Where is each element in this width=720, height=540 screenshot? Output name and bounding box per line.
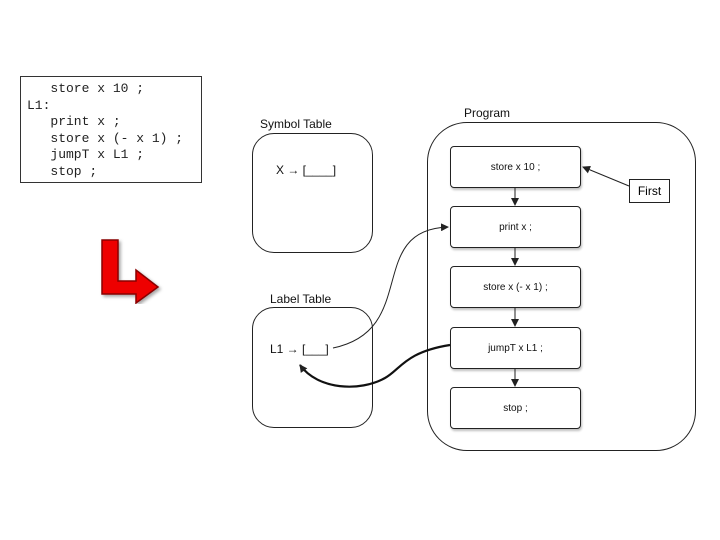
code-line: store x 10 ; <box>27 81 145 96</box>
program-node-store-x-10: store x 10 ; <box>450 146 581 188</box>
jump-back-arrow <box>299 343 451 388</box>
program-node-print-x: print x ; <box>450 206 581 248</box>
code-line: L1: <box>27 97 51 113</box>
symbol-table-panel <box>252 133 373 253</box>
label-table-entry: L1 → [___] <box>270 342 329 356</box>
program-node-jumpt: jumpT x L1 ; <box>450 327 581 369</box>
transform-arrow-icon <box>101 239 160 304</box>
code-line: jumpT x L1 ; <box>27 147 145 162</box>
label-target-arrow <box>332 223 449 349</box>
symbol-table-entry: X → [____] <box>276 163 337 177</box>
code-line: store x (- x 1) ; <box>27 130 184 146</box>
program-node-store-x-decrement: store x (- x 1) ; <box>450 266 581 308</box>
code-line: stop ; <box>27 163 98 179</box>
first-pointer-box: First <box>629 179 670 203</box>
symbol-table-title: Symbol Table <box>260 117 332 131</box>
source-code-box: store x 10 ; L1: print x ; store x (- x … <box>20 76 202 183</box>
program-node-stop: stop ; <box>450 387 581 429</box>
code-line: print x ; <box>27 114 121 129</box>
label-table-title: Label Table <box>270 292 332 306</box>
label-table-panel <box>252 307 373 428</box>
program-title: Program <box>464 106 511 120</box>
first-pointer-arrow <box>582 165 630 187</box>
